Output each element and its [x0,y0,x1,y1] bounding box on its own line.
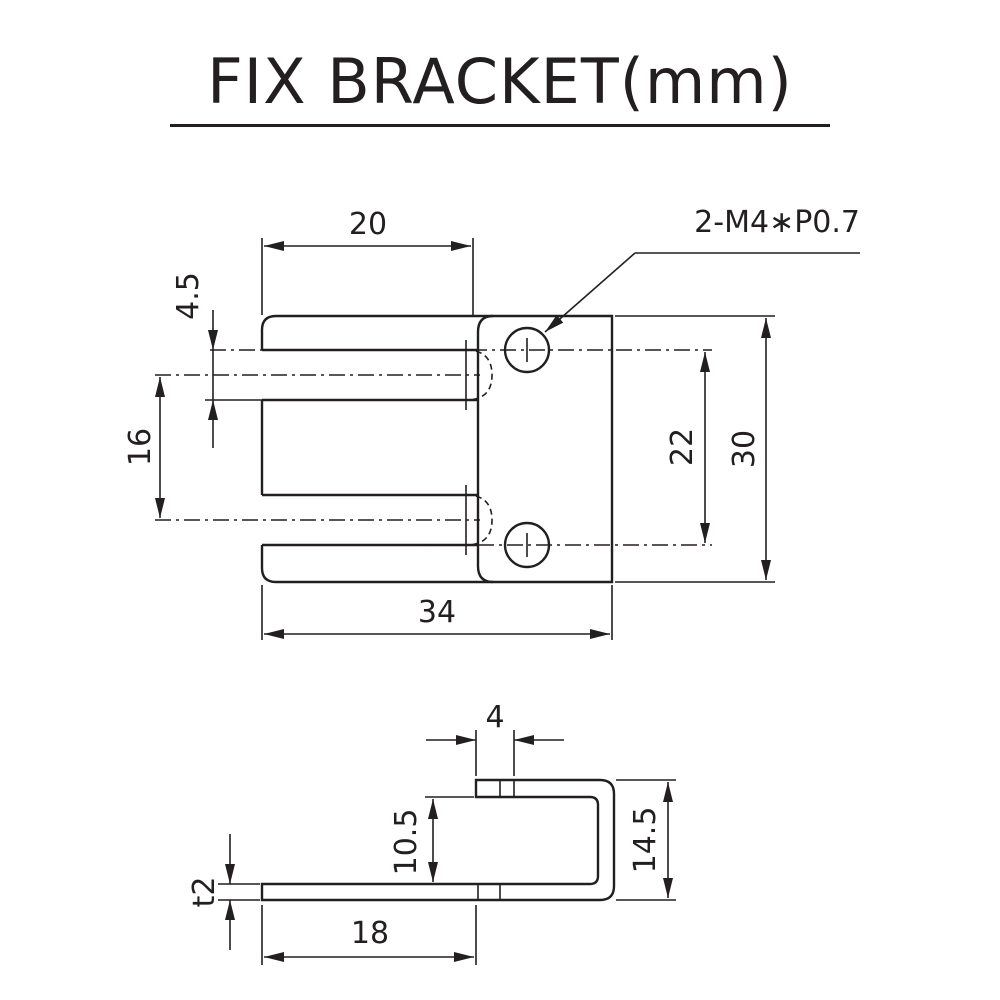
dim-label-t2: t2 [187,877,222,908]
bracket-profile [260,778,616,902]
side-view: 4 10.5 14.5 t2 18 [187,700,676,965]
drawing-title: FIX BRACKET(mm) [207,45,793,118]
dim-label-14-5: 14.5 [628,807,663,874]
dim-label-30: 30 [727,430,762,468]
dim-label-4: 4 [485,700,504,735]
dim-label-34: 34 [418,595,456,630]
title-underline [170,124,830,127]
dim-label-4-5: 4.5 [171,272,206,320]
bend-line [476,314,494,584]
slot-end-hidden-upper [465,349,493,401]
slot-end-hidden-lower [465,494,493,546]
bracket-outline [260,314,614,584]
hole-leader [544,252,636,333]
dim-label-22: 22 [665,428,700,466]
dim-label-10-5: 10.5 [389,809,424,876]
top-view: 20 34 4.5 16 22 30 2-M4∗P0.7 [123,205,860,640]
hole-callout: 2-M4∗P0.7 [694,205,860,240]
dim-label-18: 18 [351,916,389,951]
dim-label-16: 16 [123,428,158,466]
dim-label-20: 20 [349,207,387,242]
